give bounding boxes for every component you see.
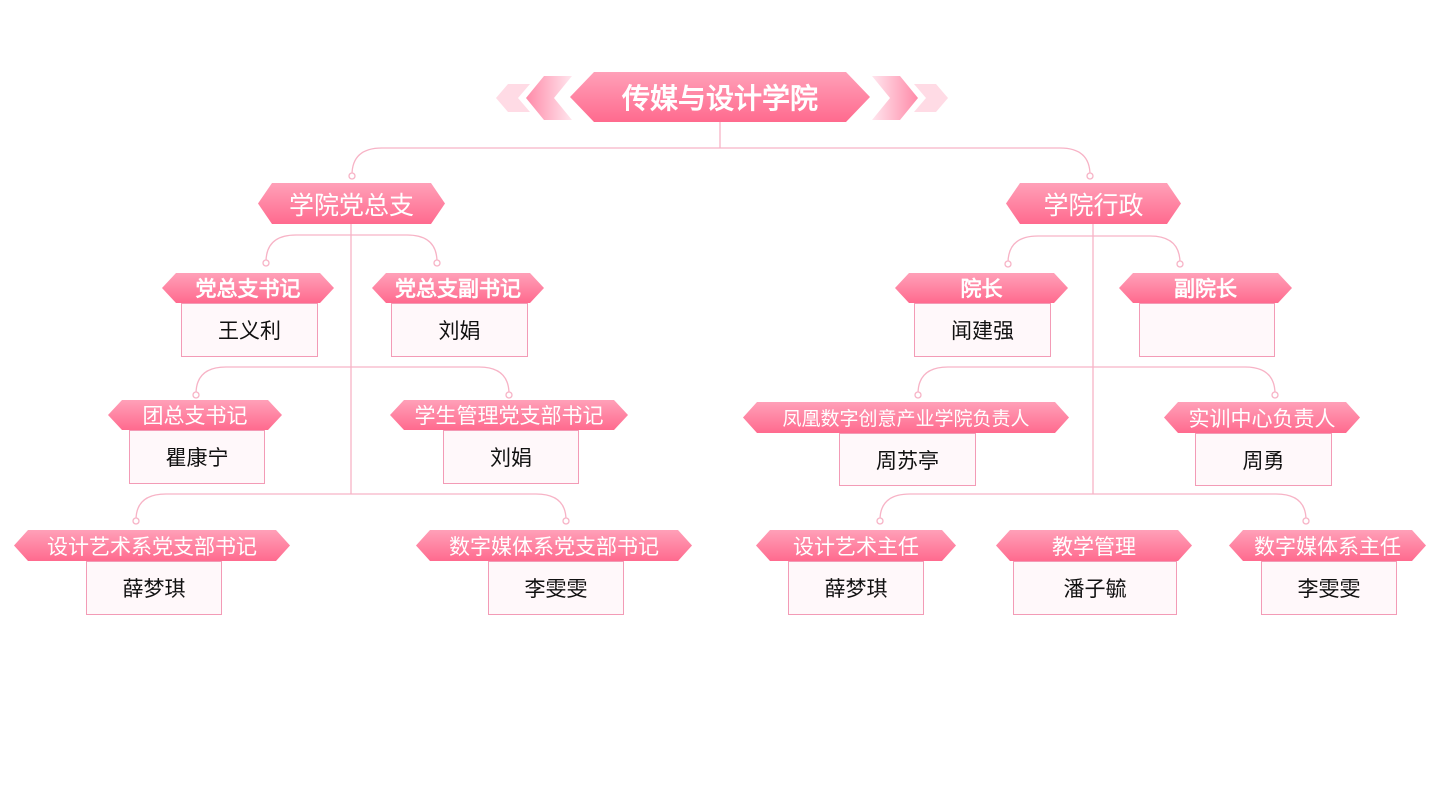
person-name: [1139, 303, 1275, 357]
person-name: 周苏亭: [839, 433, 976, 486]
branch-admin: 学院行政: [1006, 183, 1181, 224]
role-label: 数字媒体系主任: [1229, 530, 1426, 561]
role-label: 实训中心负责人: [1164, 402, 1360, 433]
role-label: 团总支书记: [108, 400, 282, 430]
person-name: 薛梦琪: [788, 561, 924, 615]
role-label: 教学管理: [996, 530, 1192, 561]
person-name: 薛梦琪: [86, 561, 222, 615]
role-label: 凤凰数字创意产业学院负责人: [743, 402, 1069, 433]
role-label: 党总支副书记: [372, 273, 544, 303]
role-label: 副院长: [1119, 273, 1292, 303]
branch-party: 学院党总支: [258, 183, 445, 224]
right-chevron-icon: [872, 76, 948, 120]
person-name: 李雯雯: [1261, 561, 1397, 615]
left-chevron-icon: [496, 76, 572, 120]
role-label: 设计艺术系党支部书记: [14, 530, 290, 561]
role-label: 学生管理党支部书记: [390, 400, 628, 430]
person-name: 周勇: [1195, 433, 1332, 486]
role-label: 设计艺术主任: [756, 530, 956, 561]
role-label: 院长: [895, 273, 1068, 303]
role-label: 党总支书记: [162, 273, 334, 303]
org-title: 传媒与设计学院: [570, 72, 870, 122]
person-name: 王义利: [181, 303, 318, 357]
person-name: 闻建强: [914, 303, 1051, 357]
person-name: 潘子毓: [1013, 561, 1177, 615]
person-name: 刘娟: [443, 430, 579, 484]
person-name: 李雯雯: [488, 561, 624, 615]
role-label: 数字媒体系党支部书记: [416, 530, 692, 561]
person-name: 瞿康宁: [129, 430, 265, 484]
person-name: 刘娟: [391, 303, 528, 357]
